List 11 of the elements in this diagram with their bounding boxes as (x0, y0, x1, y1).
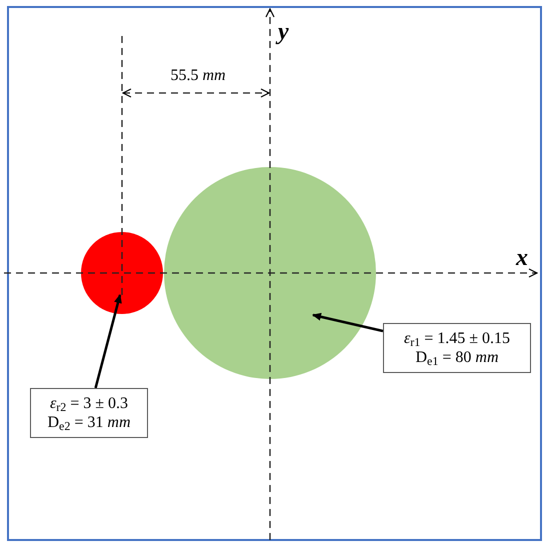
axis-label: y (278, 14, 289, 50)
annotation-text: ε$_{r1}$ = 1.45 ± 0.15 (404, 328, 510, 348)
dimension-label: 55.5 mm (169, 66, 227, 86)
annotation-box (383, 323, 531, 373)
leader-arrow (94, 294, 122, 388)
annotation-text: D$_{e1}$ = 80 mm (415, 348, 499, 368)
annotation-text: ε$_{r2}$ = 3 ± 0.3 (50, 394, 128, 413)
annotation-box (30, 388, 148, 438)
annotation-text: D$_{e2}$ = 31 mm (47, 413, 131, 432)
leader-arrow (312, 312, 384, 332)
axis-label: x (516, 244, 528, 273)
